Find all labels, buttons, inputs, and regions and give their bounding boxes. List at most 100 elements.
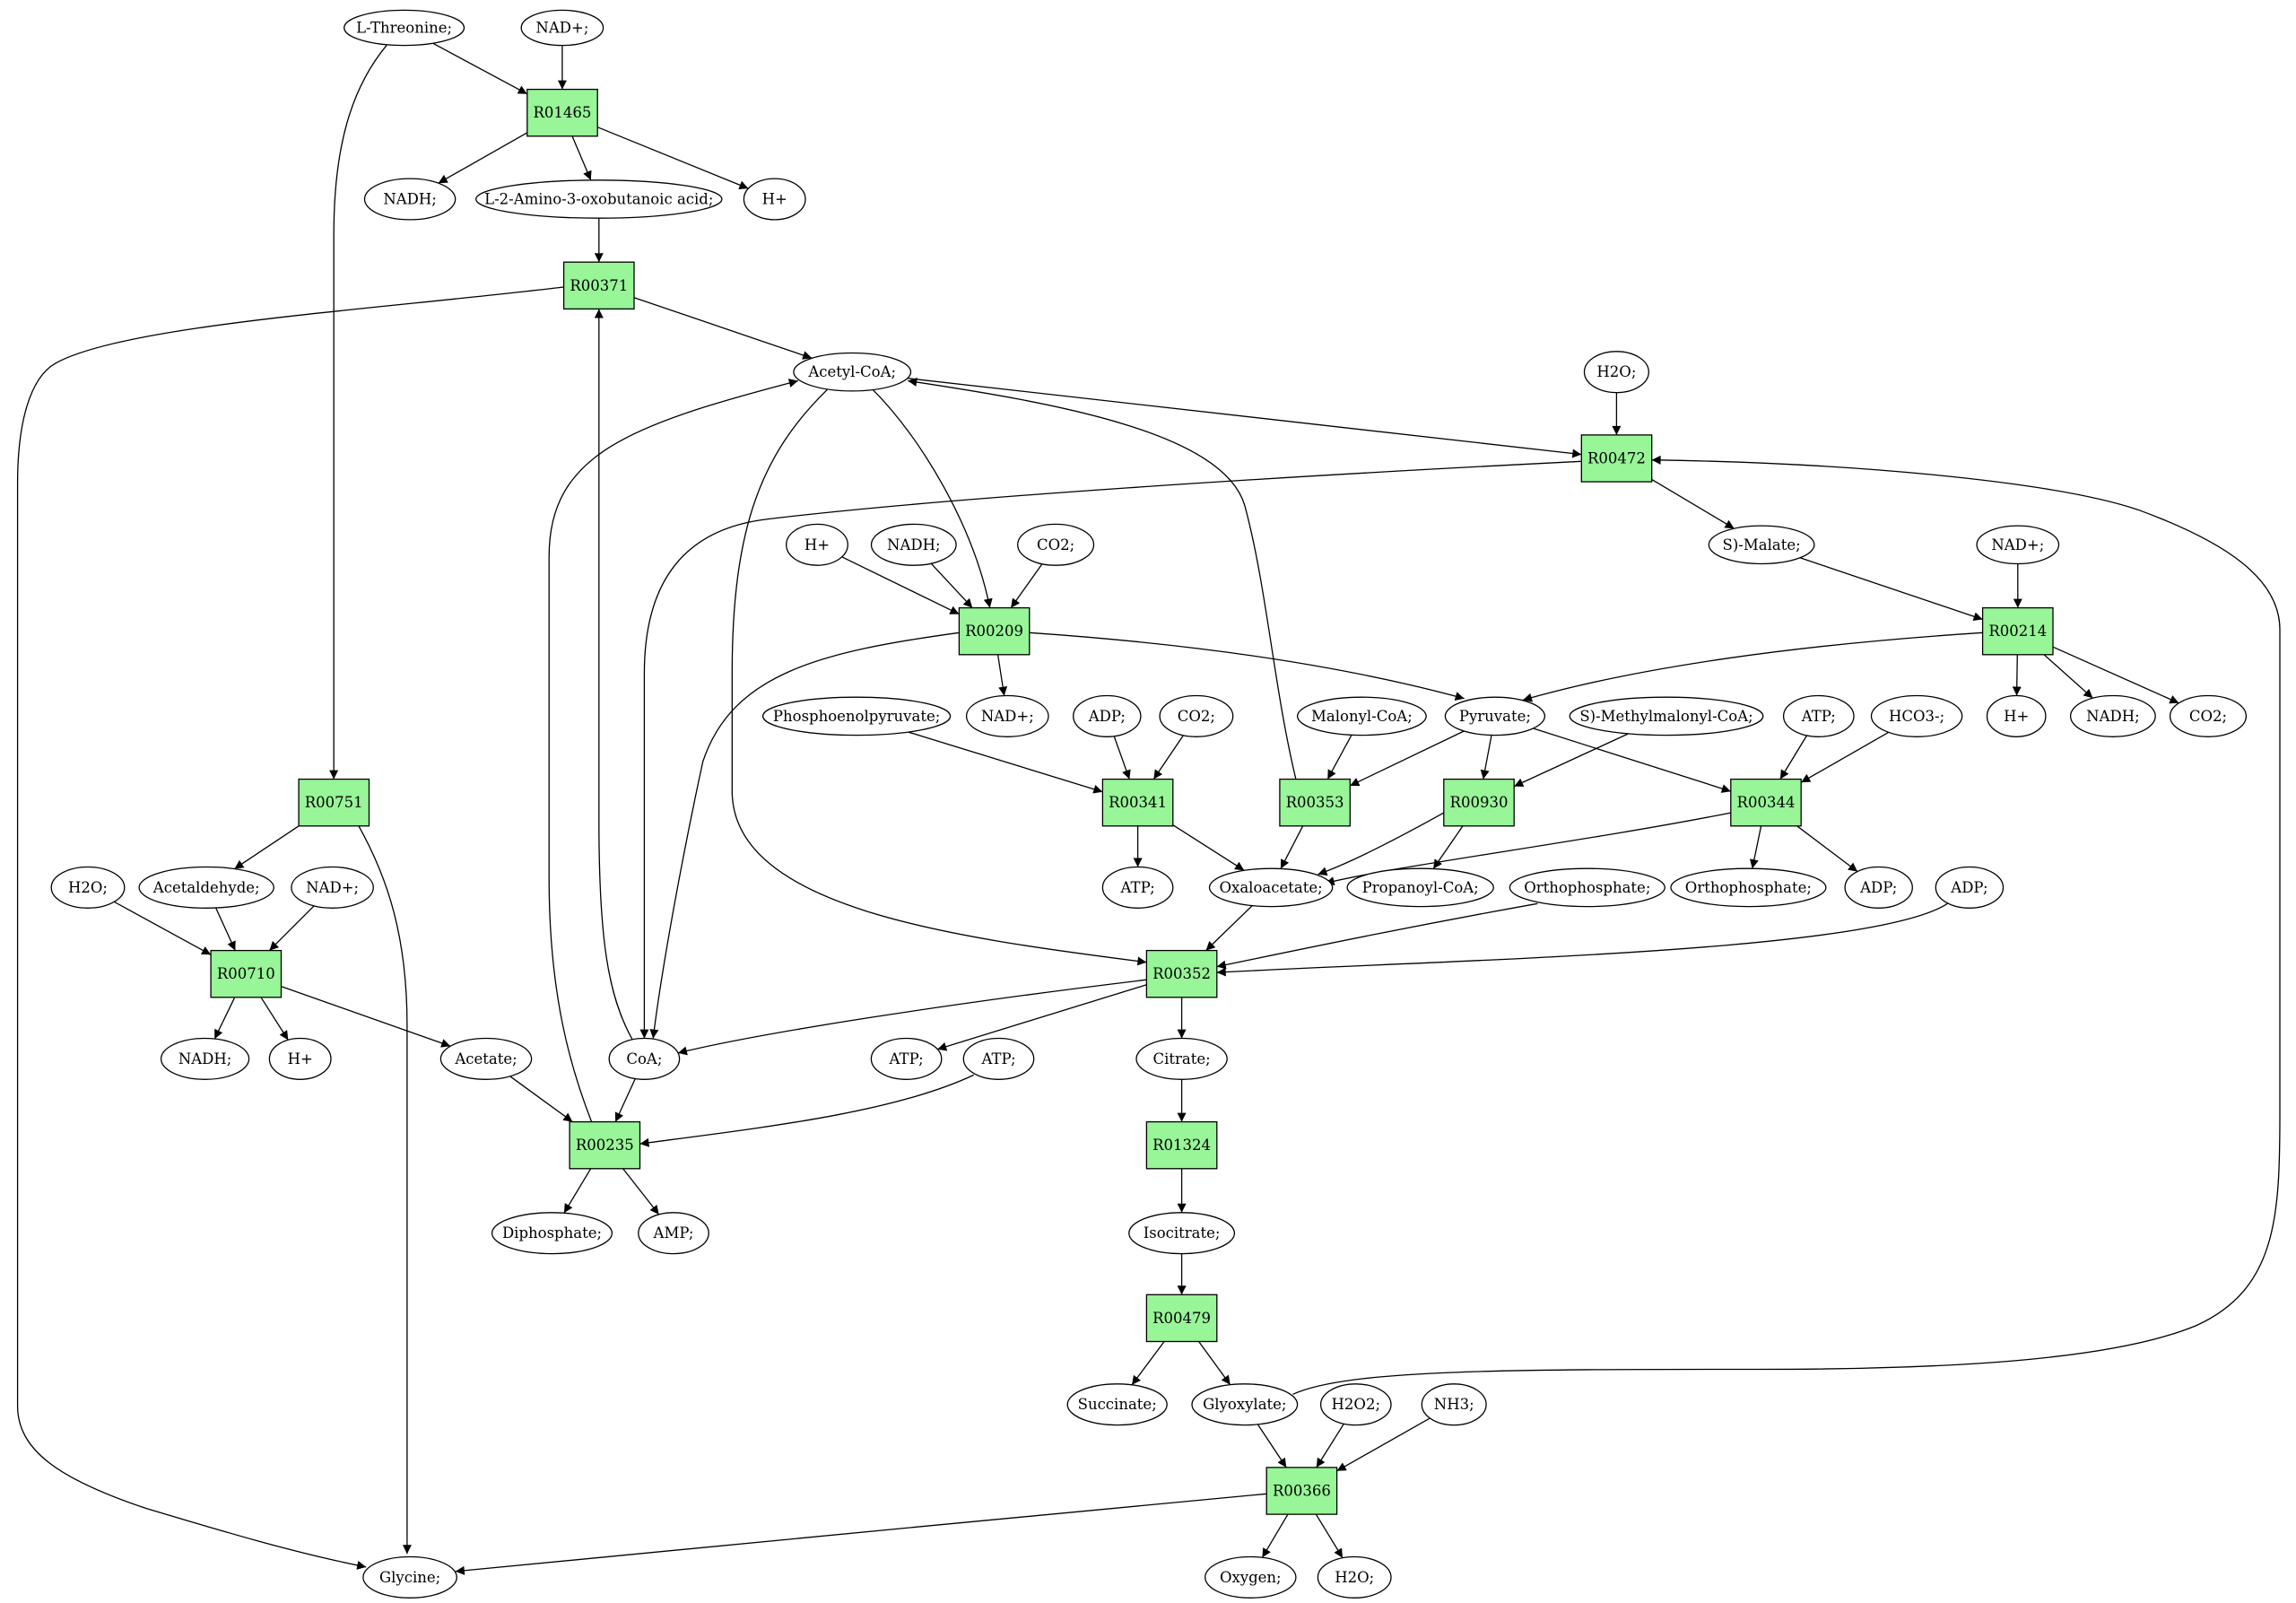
compound-node-oaa[interactable]: Oxaloacetate; [1208, 867, 1334, 908]
node-label: NADH; [383, 191, 437, 208]
compound-node-oxygen[interactable]: Oxygen; [1205, 1555, 1297, 1599]
compound-node-adp_352[interactable]: ADP; [1935, 866, 2005, 909]
edge-atp_344-to-r00344 [1779, 735, 1808, 780]
edge-r00209-to-nad_209 [996, 654, 1008, 696]
compound-ellipse [1191, 1383, 1299, 1426]
compound-node-co2_209[interactable]: CO2; [1017, 523, 1095, 566]
compound-ellipse [1444, 696, 1546, 736]
compound-node-nad_top[interactable]: NAD+; [520, 9, 604, 47]
compound-node-acoa[interactable]: Acetyl-CoA; [793, 352, 912, 392]
compound-node-gly[interactable]: Glycine; [362, 1555, 457, 1599]
reaction-node-r01465[interactable]: R01465 [526, 88, 598, 137]
compound-node-nadh_209[interactable]: NADH; [870, 523, 957, 566]
edge-r00353-to-acoa [908, 378, 1297, 780]
edge-r00209-to-coa [649, 632, 960, 1039]
reaction-node-r00341[interactable]: R00341 [1101, 778, 1174, 827]
compound-node-h2o_366[interactable]: H2O; [1317, 1555, 1392, 1599]
compound-node-glyox[interactable]: Glyoxylate; [1191, 1383, 1299, 1426]
node-label: R00366 [1273, 1483, 1331, 1500]
compound-node-h2o_710[interactable]: H2O; [50, 866, 126, 909]
compound-node-pep[interactable]: Phosphoenolpyruvate; [761, 696, 952, 736]
compound-ellipse [160, 1037, 250, 1080]
edge-hplus_209-to-r00209 [841, 556, 960, 615]
reaction-node-r00479[interactable]: R00479 [1145, 1294, 1218, 1343]
compound-node-h2o_472[interactable]: H2O; [1583, 351, 1649, 394]
compound-node-atp_352[interactable]: ATP; [870, 1037, 943, 1080]
compound-node-co2_341[interactable]: CO2; [1159, 694, 1234, 737]
node-label: R00214 [1988, 623, 2047, 640]
compound-node-nadh_top[interactable]: NADH; [363, 178, 457, 221]
compound-node-hplus_top[interactable]: H+ [743, 178, 806, 221]
compound-node-diphos[interactable]: Diphosphate; [491, 1212, 613, 1255]
compound-node-hplus_710[interactable]: H+ [268, 1037, 332, 1080]
node-label: R00353 [1286, 794, 1344, 811]
compound-node-nad_214[interactable]: NAD+; [1976, 525, 2060, 565]
compound-node-citrate[interactable]: Citrate; [1135, 1037, 1228, 1080]
compound-node-nadh_710[interactable]: NADH; [160, 1037, 250, 1080]
edge-r00751-to-gly [358, 825, 412, 1555]
reaction-node-r00214[interactable]: R00214 [1981, 606, 2054, 656]
edge-nh3-to-r00366 [1336, 1417, 1431, 1472]
reaction-node-r00235[interactable]: R00235 [569, 1120, 641, 1170]
compound-ellipse [1101, 866, 1174, 909]
compound-ellipse [439, 1037, 533, 1080]
compound-node-pyr[interactable]: Pyruvate; [1444, 696, 1546, 736]
edge-acoa-to-r00352 [731, 388, 1147, 966]
node-label: CO2; [2189, 708, 2227, 725]
reaction-node-r00751[interactable]: R00751 [298, 778, 370, 827]
compound-ellipse [362, 1555, 457, 1599]
compound-node-coa[interactable]: CoA; [608, 1037, 681, 1080]
edge-r00235-to-diphos [563, 1168, 592, 1214]
compound-node-acetate[interactable]: Acetate; [439, 1037, 533, 1080]
compound-node-nad_710[interactable]: NAD+; [291, 866, 374, 909]
compound-node-atp_235[interactable]: ATP; [962, 1037, 1035, 1080]
reaction-node-r00371[interactable]: R00371 [562, 261, 635, 310]
reaction-node-r00930[interactable]: R00930 [1443, 778, 1515, 827]
reaction-node-r00366[interactable]: R00366 [1265, 1467, 1338, 1515]
compound-node-amino[interactable]: L-2-Amino-3-oxobutanoic acid; [475, 179, 723, 219]
compound-node-hco3[interactable]: HCO3-; [1870, 694, 1963, 737]
reaction-node-r00352[interactable]: R00352 [1145, 949, 1218, 998]
node-label: L-2-Amino-3-oxobutanoic acid; [484, 191, 713, 208]
compound-node-nh3[interactable]: NH3; [1421, 1383, 1487, 1426]
node-label: L-Threonine; [356, 20, 452, 37]
compound-node-malcoa[interactable]: Malonyl-CoA; [1296, 696, 1427, 736]
compound-node-isocit[interactable]: Isocitrate; [1128, 1212, 1236, 1255]
compound-node-nadh_214[interactable]: NADH; [2069, 694, 2156, 737]
node-label: Isocitrate; [1144, 1224, 1221, 1241]
compound-node-succ[interactable]: Succinate; [1066, 1383, 1168, 1426]
compound-node-adp_344[interactable]: ADP; [1844, 866, 1913, 909]
reaction-node-r00344[interactable]: R00344 [1730, 778, 1802, 827]
reaction-node-r00209[interactable]: R00209 [958, 606, 1031, 656]
compound-node-acald[interactable]: Acetaldehyde; [138, 866, 274, 909]
reaction-node-r00710[interactable]: R00710 [210, 949, 283, 998]
compound-node-h2o2[interactable]: H2O2; [1319, 1383, 1392, 1426]
compound-node-hplus_209[interactable]: H+ [786, 523, 848, 566]
compound-ellipse [638, 1212, 709, 1255]
node-label: CO2; [1178, 708, 1215, 725]
node-label: H2O; [68, 879, 108, 896]
compound-node-thr[interactable]: L-Threonine; [344, 9, 465, 47]
compound-node-hplus_214[interactable]: H+ [1986, 694, 2047, 737]
edge-pyr-to-r00353 [1350, 730, 1465, 787]
reaction-node-r00472[interactable]: R00472 [1580, 434, 1653, 483]
compound-node-amp[interactable]: AMP; [638, 1212, 709, 1255]
compound-node-atp_344[interactable]: ATP; [1782, 694, 1855, 737]
compound-node-adp_341[interactable]: ADP; [1073, 694, 1142, 737]
node-label: ATP; [1120, 879, 1155, 896]
compound-ellipse [1670, 867, 1827, 908]
compound-node-smmcoa[interactable]: S)-Methylmalonyl-CoA; [1569, 696, 1764, 736]
reaction-node-r01324[interactable]: R01324 [1145, 1120, 1218, 1170]
compound-node-ortho_in[interactable]: Orthophosphate; [1509, 867, 1665, 908]
compound-ellipse [870, 1037, 943, 1080]
reaction-node-r00353[interactable]: R00353 [1279, 778, 1351, 827]
compound-node-co2_214[interactable]: CO2; [2169, 694, 2248, 737]
node-label: ADP; [1088, 708, 1126, 725]
compound-node-atp_341[interactable]: ATP; [1101, 866, 1174, 909]
compound-node-nad_209[interactable]: NAD+; [965, 694, 1049, 737]
node-label: Orthophosphate; [1685, 879, 1812, 896]
compound-node-propcoa[interactable]: Propanoyl-CoA; [1346, 867, 1494, 908]
compound-node-ortho_344[interactable]: Orthophosphate; [1670, 867, 1827, 908]
compound-node-smalate[interactable]: S)-Malate; [1708, 525, 1815, 565]
node-label: R00209 [965, 623, 1023, 640]
